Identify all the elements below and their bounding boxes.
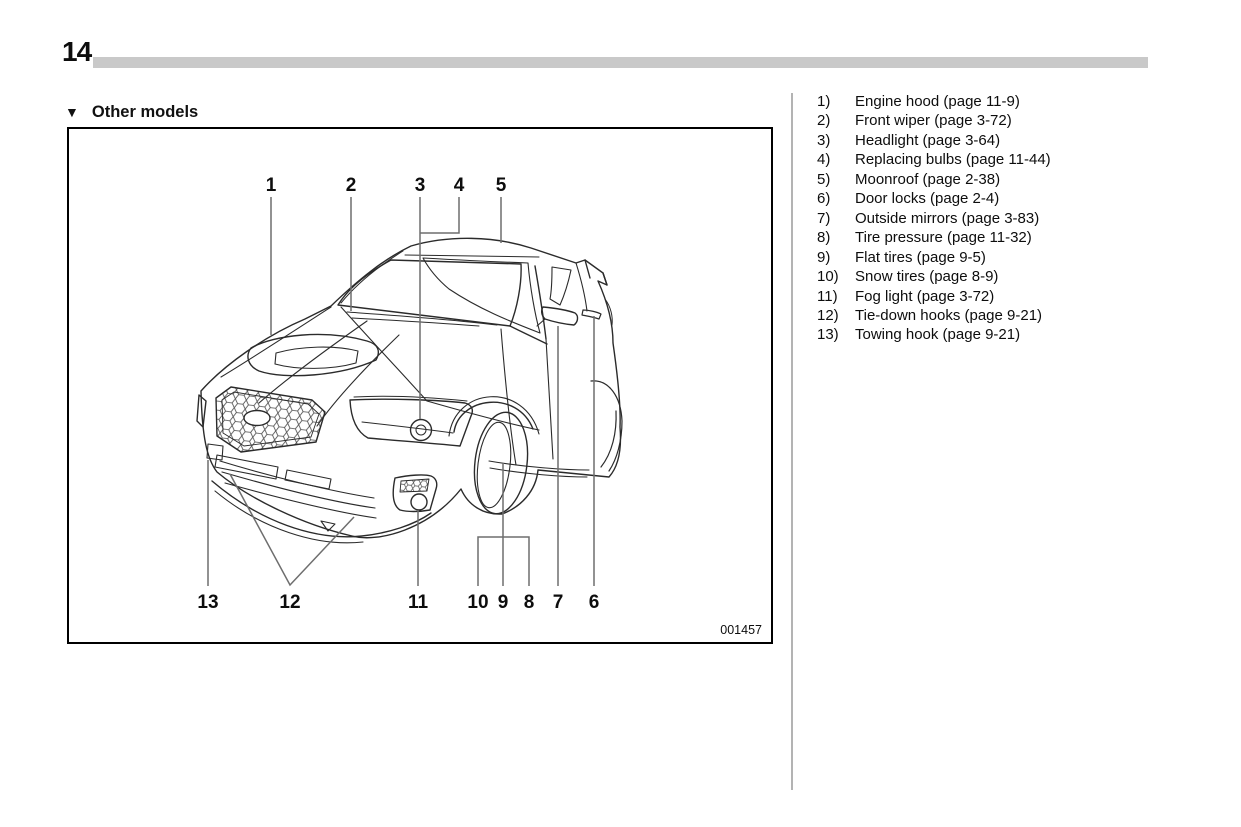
leader-lines [207,197,595,587]
item-label: Replacing bulbs (page 11-44) [855,151,1051,169]
item-number: 6) [817,190,831,208]
item-label: Engine hood (page 11-9) [855,93,1020,110]
item-number: 8) [817,229,831,247]
front-bumper [206,443,432,544]
item-number: 3) [817,131,831,149]
list-item: 2) Front wiper (page 3-72) [817,111,1051,130]
item-number: 5) [817,170,831,188]
list-item: 11) Fog light (page 3-72) [817,287,1051,306]
callout-label-13: 13 [197,592,218,613]
list-item: 1) Engine hood (page 11-9) [817,92,1051,111]
item-number: 12) [817,306,839,324]
list-item: 8) Tire pressure (page 11-32) [817,228,1051,247]
callout-label-1: 1 [266,175,277,196]
windshield [337,250,540,327]
car-diagram: 1 2 3 4 5 13 12 11 10 9 8 7 6 [196,175,623,613]
item-number: 1) [817,93,831,110]
side-mirror [536,306,579,327]
section-heading: ▼ Other models [65,103,198,122]
item-label: Headlight (page 3-64) [855,131,1001,149]
item-number: 2) [817,112,831,130]
item-label: Front wiper (page 3-72) [855,112,1012,130]
figure-id: 001457 [720,623,762,637]
list-item: 3) Headlight (page 3-64) [817,131,1051,150]
list-item: 13) Towing hook (page 9-21) [817,325,1051,344]
list-item: 9) Flat tires (page 9-5) [817,248,1051,267]
leader-line-12 [229,473,355,587]
tow-hook-cover [206,443,224,461]
door-lines [488,309,602,478]
callout-label-8: 8 [524,592,535,613]
rear-spoiler [584,259,613,326]
hood-scoop [247,333,379,377]
side-marker [196,394,207,428]
front-grille [215,386,326,453]
item-number: 13) [817,326,839,344]
header-rule-bar [93,57,1148,68]
vehicle-diagram-box: 1 2 3 4 5 13 12 11 10 9 8 7 6 001457 [67,127,773,644]
door-handle [581,309,602,320]
roof-and-pillars [422,257,588,345]
callout-label-12: 12 [279,592,300,613]
fog-light [392,474,438,513]
callout-label-6: 6 [589,592,600,613]
callout-label-3: 3 [415,175,426,196]
list-item: 6) Door locks (page 2-4) [817,189,1051,208]
item-label: Outside mirrors (page 3-83) [855,209,1040,227]
callout-label-11: 11 [408,592,429,613]
callout-label-4: 4 [454,175,465,196]
section-triangle-icon: ▼ [65,103,79,120]
front-wipers [346,311,498,327]
list-item: 7) Outside mirrors (page 3-83) [817,209,1051,228]
item-label: Fog light (page 3-72) [855,287,995,305]
item-label: Door locks (page 2-4) [855,190,1000,208]
item-number: 9) [817,248,831,266]
item-label: Towing hook (page 9-21) [855,326,1021,344]
list-item: 12) Tie-down hooks (page 9-21) [817,306,1051,325]
item-number: 11) [817,287,838,305]
callout-label-7: 7 [553,592,564,613]
parts-list: 1) Engine hood (page 11-9) 2) Front wiper … [817,92,1051,345]
callout-label-5: 5 [496,175,507,196]
projector-lens [409,418,433,442]
item-label: Tie-down hooks (page 9-21) [855,306,1043,324]
item-label: Moonroof (page 2-38) [855,170,1001,188]
item-number: 10) [817,268,839,286]
list-item: 10) Snow tires (page 8-9) [817,267,1051,286]
item-number: 4) [817,151,831,169]
column-divider [791,93,793,790]
rear-wheel [590,380,623,472]
section-title: Other models [91,103,199,121]
callout-label-2: 2 [346,175,357,196]
list-item: 4) Replacing bulbs (page 11-44) [817,150,1051,169]
callout-labels: 1 2 3 4 5 13 12 11 10 9 8 7 6 [197,175,599,613]
car-body-outline [196,237,622,539]
leader-line-4 [420,197,460,234]
list-item: 5) Moonroof (page 2-38) [817,170,1051,189]
fog-lamp-lens [410,493,428,511]
car-illustration [196,237,623,544]
headlight [349,395,474,447]
callout-label-10: 10 [467,592,488,613]
page-number: 14 [62,36,92,67]
item-label: Tire pressure (page 11-32) [855,229,1032,247]
item-number: 7) [817,209,831,227]
item-label: Snow tires (page 8-9) [855,268,999,286]
item-label: Flat tires (page 9-5) [855,248,986,266]
subaru-badge [243,409,271,427]
callout-label-9: 9 [498,592,509,613]
